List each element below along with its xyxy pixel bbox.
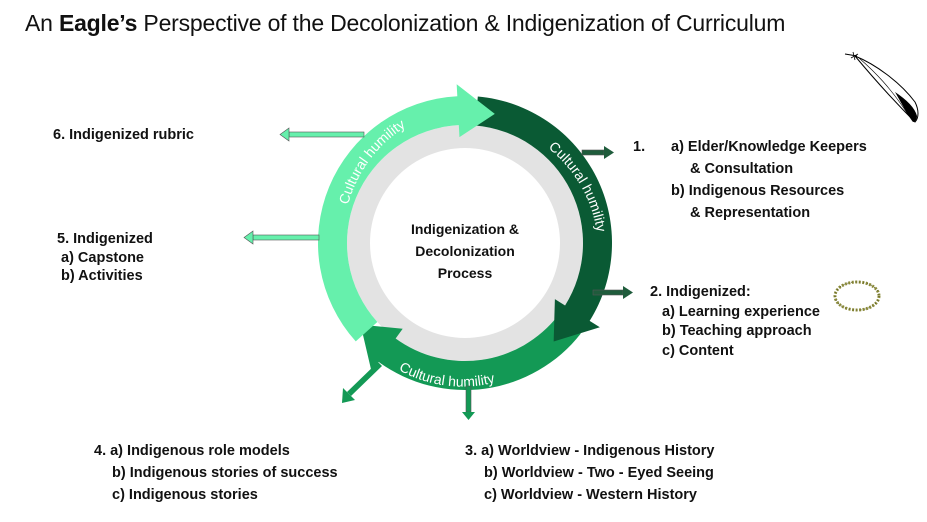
step-5: 5. Indigenized a) Capstone b) Activities [57,230,153,286]
arrow-to-step-6 [279,127,365,142]
center-circle [370,148,560,338]
arrow-to-step-3 [462,385,475,420]
step-4-line: b) Indigenous stories of success [112,465,338,481]
step-2-line: a) Learning experience [662,303,820,320]
step-3-line: c) Worldview - Western History [484,487,697,503]
center-line: Process [437,265,493,281]
title-prefix: An [25,10,59,36]
step-4-line: 4. a) Indigenous role models [94,443,290,459]
step-3: 3. a) Worldview - Indigenous History b) … [465,440,715,506]
arc-segment-light-green [317,84,495,342]
feather-icon [844,51,919,123]
arc-segment-dark-green [475,96,612,342]
step-1-number: 1. [633,139,646,155]
step-1: a) Elder/Knowledge Keepers & Consultatio… [671,136,867,224]
step-5-line: b) Activities [61,268,143,284]
step-6-line: 6. Indigenized rubric [53,127,194,143]
step-2-line: c) Content [662,342,734,359]
arc-segment-medium-green [360,315,581,390]
arrow-to-step-1 [581,146,614,159]
arrow-to-step-5 [243,230,320,245]
center-line: Decolonization [415,243,515,259]
step-3-line: b) Worldview - Two - Eyed Seeing [484,465,714,481]
page-title: An Eagle’s Perspective of the Decoloniza… [25,10,785,37]
step-1-line: b) Indigenous Resources [671,183,845,199]
step-4: 4. a) Indigenous role models b) Indigeno… [94,440,338,506]
step-6: 6. Indigenized rubric [53,124,194,146]
step-1-line: & Representation [690,205,811,221]
title-suffix: Perspective of the Decolonization & Indi… [137,10,786,36]
title-bold: Eagle’s [58,10,138,36]
step-3-line: 3. a) Worldview - Indigenous History [465,443,715,459]
arrow-to-step-2 [592,286,633,299]
step-2: 2. Indigenized: a) Learning experience b… [650,283,820,361]
step-4-line: c) Indigenous stories [112,487,258,503]
step-2-line: 2. Indigenized: [650,284,751,300]
arrow-to-step-4 [342,362,382,403]
center-line: Indigenization & [410,221,520,237]
center-label: Indigenization & Decolonization Process [385,218,545,284]
sweetgrass-braid-icon [833,280,881,312]
step-5-line: a) Capstone [61,249,144,266]
step-1-line: & Consultation [690,161,794,177]
step-2-line: b) Teaching approach [662,323,812,339]
step-5-line: 5. Indigenized [57,231,153,247]
step-1-line: a) Elder/Knowledge Keepers [671,139,867,155]
